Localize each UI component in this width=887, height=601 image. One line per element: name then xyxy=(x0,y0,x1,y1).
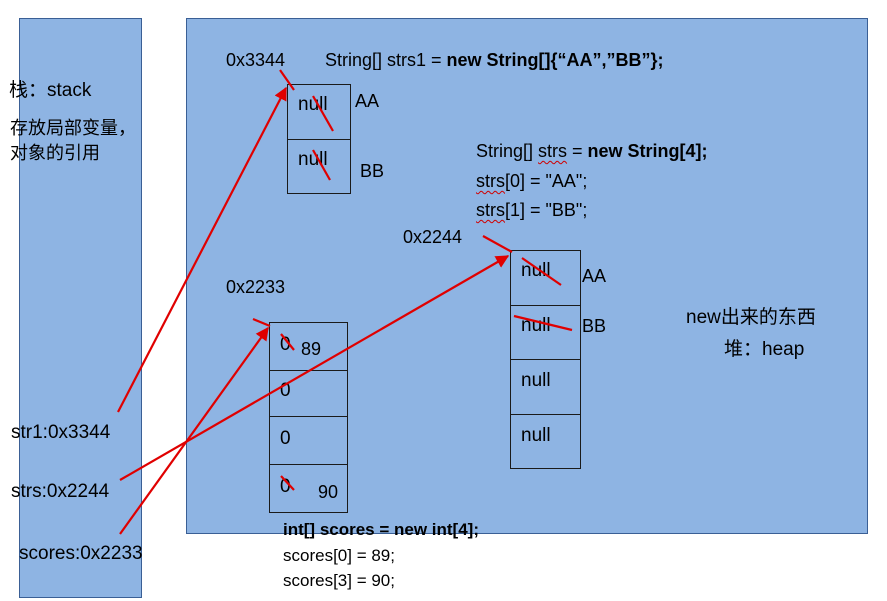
scores-cell-3-value: 0 xyxy=(280,476,291,497)
strs-code-0-post: = xyxy=(567,141,588,161)
arrow-strs-to-0x2244 xyxy=(119,255,510,481)
strs-code-1-post: [0] = "AA"; xyxy=(505,171,588,191)
strs-new-value-1: BB xyxy=(582,316,607,336)
strs-cell-3: null xyxy=(510,414,581,469)
strs1-code-new: new String[]{“AA”,”BB”}; xyxy=(446,50,664,70)
strike-scores-0-3 xyxy=(280,475,295,491)
strs1-code-prefix: String[] strs1 = xyxy=(325,50,447,70)
strike-strs1-null-0 xyxy=(312,95,334,132)
strs-cell-3-value: null xyxy=(521,425,551,446)
strs1-new-value-1: BB xyxy=(360,161,385,181)
strs-cell-2-value: null xyxy=(521,370,551,391)
scores-new-value-0: 89 xyxy=(301,339,322,359)
strs-code-line-2: strs[1] = "BB"; xyxy=(476,201,587,219)
scores-cell-3: 0 xyxy=(269,464,348,513)
stack-title: 栈：stack xyxy=(9,81,91,100)
heap-label: 堆：heap xyxy=(724,340,804,359)
strs-address: 0x2244 xyxy=(403,227,463,247)
strike-strs-null-0 xyxy=(521,257,562,286)
strike-strs-null-1 xyxy=(513,314,573,332)
strs-code-line-0: String[] strs = new String[4]; xyxy=(476,142,708,160)
stack-title-cn: 栈： xyxy=(9,80,48,101)
heap-label-line1: new出来的东西 xyxy=(686,307,816,328)
strs-code-2-var: strs xyxy=(476,200,505,220)
heap-label-en: heap xyxy=(762,339,805,360)
stack-var-str1: str1:0x3344 xyxy=(11,422,111,443)
stack-desc-line1: 存放局部变量， xyxy=(10,118,136,138)
strike-scores-0-0 xyxy=(280,333,295,351)
strs-code-1-var: strs xyxy=(476,171,505,191)
strs-new-value-0: AA xyxy=(582,266,607,286)
stack-title-en: stack xyxy=(47,80,92,101)
scores-cell-1-value: 0 xyxy=(280,380,291,401)
strs-code-line-1: strs[0] = "AA"; xyxy=(476,172,587,190)
arrow-scores-to-0x2233 xyxy=(119,326,269,535)
strs-code-0-new: new String[4]; xyxy=(587,141,708,161)
scores-code-line-1: scores[0] = 89; xyxy=(283,546,395,565)
strs1-new-value-0: AA xyxy=(355,91,380,111)
arrow-str1-to-0x3344 xyxy=(117,86,287,413)
strs-cell-0-value: null xyxy=(521,260,551,281)
scores-cell-0-value: 0 xyxy=(280,334,291,355)
strs1-code: String[] strs1 = new String[]{“AA”,”BB”}… xyxy=(325,51,664,69)
heap-region xyxy=(186,18,868,534)
scores-new-value-1: 90 xyxy=(318,482,339,502)
stack-region xyxy=(19,18,142,598)
heap-label-cn: 堆： xyxy=(724,339,763,360)
strs1-address: 0x3344 xyxy=(226,50,286,70)
strike-strs1-null-1 xyxy=(312,149,331,181)
scores-code-line-2: scores[3] = 90; xyxy=(283,571,395,590)
address-tick-0x3344 xyxy=(279,69,295,91)
strs-code-0-var: strs xyxy=(538,141,568,161)
scores-address: 0x2233 xyxy=(226,277,286,297)
stack-desc-line2: 对象的引用 xyxy=(10,143,100,163)
strs-code-0-pre: String[] xyxy=(476,141,539,161)
scores-cell-2-value: 0 xyxy=(280,428,291,449)
address-tick-0x2233 xyxy=(252,317,271,328)
stack-var-scores: scores:0x2233 xyxy=(19,543,143,564)
strs-code-2-post: [1] = "BB"; xyxy=(505,200,588,220)
scores-code-line-0: int[] scores = new int[4]; xyxy=(283,520,479,539)
strs-cell-1-value: null xyxy=(521,315,551,336)
stack-var-strs: strs:0x2244 xyxy=(11,481,110,502)
address-tick-0x2244 xyxy=(482,235,513,253)
